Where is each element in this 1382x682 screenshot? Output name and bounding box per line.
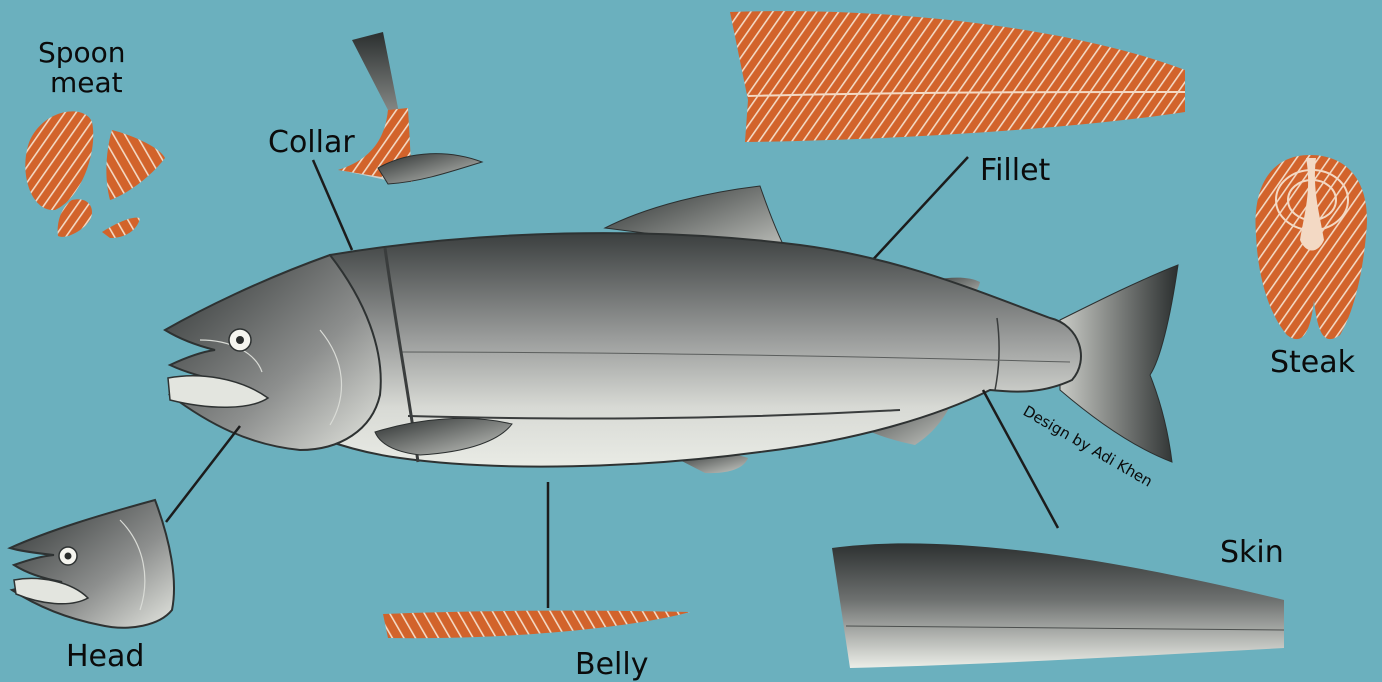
spoon-meat-piece xyxy=(102,218,140,238)
spoon-meat-label-line2: meat xyxy=(50,66,123,99)
fish-head xyxy=(165,255,381,450)
head-cut xyxy=(10,500,174,628)
collar-cut xyxy=(338,32,482,184)
collar-leader-line xyxy=(313,160,352,250)
spoon-meat-piece xyxy=(25,111,93,210)
fillet-label: Fillet xyxy=(980,153,1051,188)
skin-cut xyxy=(832,543,1284,668)
collar-label: Collar xyxy=(268,125,355,160)
spoon-meat-piece xyxy=(106,130,165,200)
spoon-meat-pieces xyxy=(25,111,165,238)
head-leader-line xyxy=(166,426,240,522)
steak-cut xyxy=(1255,155,1366,339)
whole-salmon xyxy=(165,186,1178,473)
skin-leader-line xyxy=(983,390,1058,528)
belly-cut xyxy=(383,611,690,639)
fillet-leader-line xyxy=(868,157,968,265)
fillet-cut xyxy=(730,11,1185,142)
steak-label: Steak xyxy=(1270,345,1356,380)
head-label: Head xyxy=(66,639,144,674)
spoon-meat-label-line1: Spoon xyxy=(38,36,126,69)
skin-label: Skin xyxy=(1220,535,1284,570)
belly-label: Belly xyxy=(575,647,648,682)
